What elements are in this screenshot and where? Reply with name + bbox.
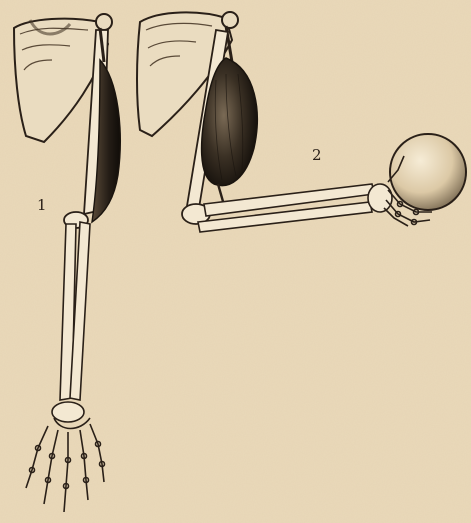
wrist-2 (368, 184, 392, 212)
figure-label-2: 2 (312, 146, 322, 164)
wrist-1 (52, 402, 84, 422)
figure-label-1: 1 (37, 196, 47, 214)
ball (390, 134, 466, 210)
humeral-head-1 (96, 14, 112, 30)
humeral-head-2 (222, 12, 238, 28)
